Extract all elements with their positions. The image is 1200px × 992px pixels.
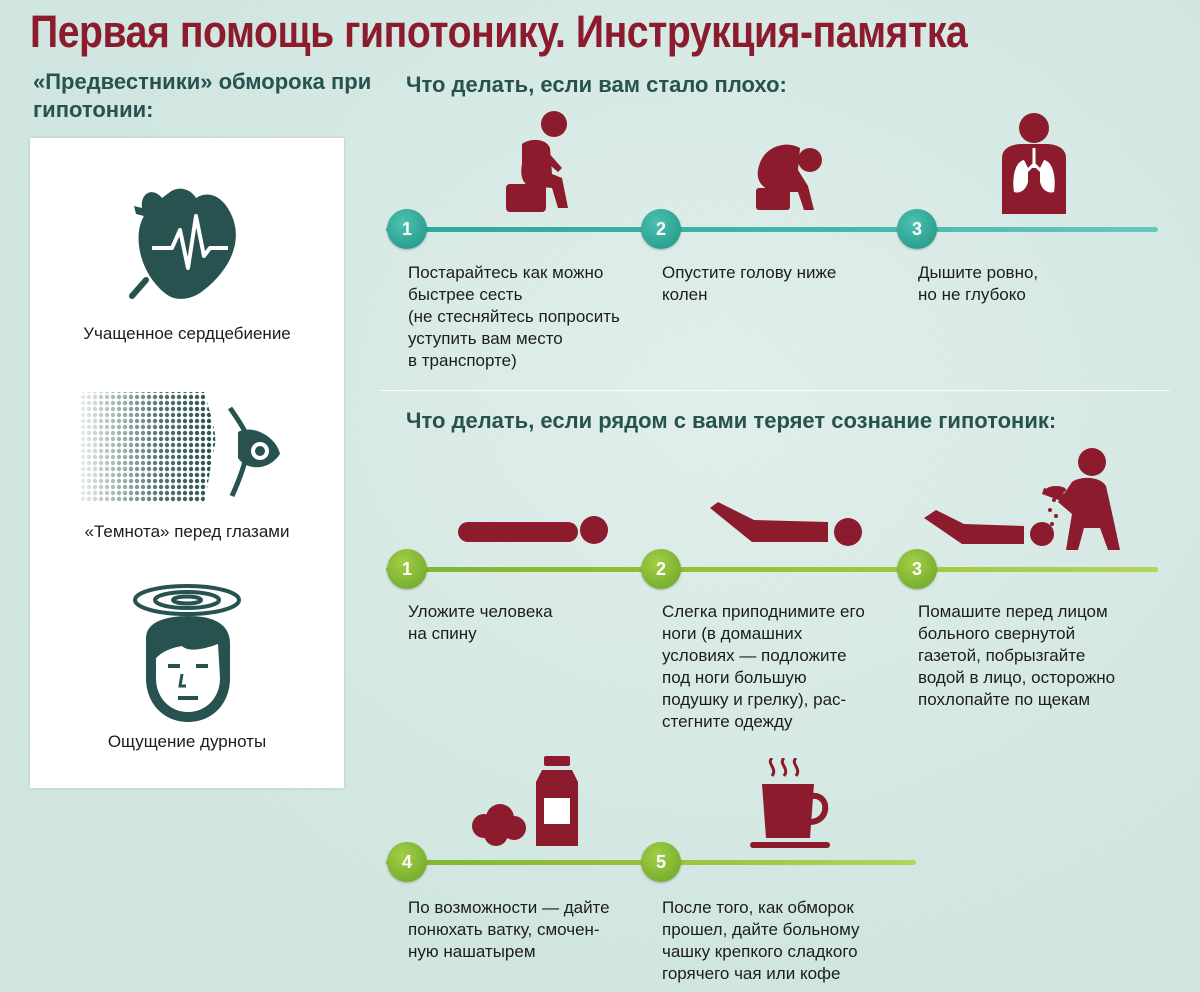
help-others-step-5-badge: 5 xyxy=(641,842,681,882)
help-others-step-1-text: Уложите человека на спину xyxy=(408,602,553,643)
self-help-heading: Что делать, если вам стало плохо: xyxy=(406,72,787,97)
legs-raised-person-icon xyxy=(708,502,864,550)
help-others-step-3-text: Помашите перед лицом больного свернутой … xyxy=(918,602,1116,709)
sitting-person-icon xyxy=(500,108,580,218)
help-others-step-2-text: Слегка приподнимите его ноги (в домашних… xyxy=(662,602,865,731)
page-title: Первая помощь гипотонику. Инструкция-пам… xyxy=(30,6,968,57)
symptom-label-darkness: «Темнота» перед глазами xyxy=(84,522,290,541)
help-others-heading: Что делать, если рядом с вами теряет соз… xyxy=(406,408,1057,433)
section-divider xyxy=(380,390,1170,391)
heart-icon xyxy=(30,176,344,311)
help-others-timeline-top xyxy=(386,567,1158,572)
hot-cup-icon xyxy=(750,758,834,850)
help-others-step-4-badge: 4 xyxy=(387,842,427,882)
symptom-label-heartbeat: Учащенное сердцебиение xyxy=(83,324,291,343)
helper-splashing-water-icon xyxy=(924,444,1136,552)
self-help-step-1-text: Постарайтесь как можно быстрее сесть (не… xyxy=(408,263,620,370)
self-help-step-3-text: Дышите ровно, но не глубоко xyxy=(918,263,1039,304)
help-others-step-5-text: После того, как обморок прошел, дайте бо… xyxy=(662,898,860,983)
self-help-step-1-badge: 1 xyxy=(387,209,427,249)
symptoms-heading: «Предвестники» обморока при гипотонии: xyxy=(33,69,372,122)
dizzy-face-icon xyxy=(30,578,344,733)
help-others-step-4-text: По возможности — дайте понюхать ватку, с… xyxy=(408,898,610,961)
self-help-step-3-badge: 3 xyxy=(897,209,937,249)
head-down-person-icon xyxy=(752,130,826,212)
lungs-person-icon xyxy=(996,110,1072,214)
lying-person-icon xyxy=(458,510,610,550)
self-help-timeline xyxy=(386,227,1158,232)
help-others-step-3-badge: 3 xyxy=(897,549,937,589)
self-help-step-2-badge: 2 xyxy=(641,209,681,249)
eye-darkness-icon xyxy=(30,388,344,511)
symptom-label-nausea: Ощущение дурноты xyxy=(107,732,267,751)
self-help-step-2-text: Опустите голову ниже колен xyxy=(662,263,837,304)
symptoms-panel: Учащенное сердцебиение «Темнота» перед г… xyxy=(30,138,344,788)
help-others-step-2-badge: 2 xyxy=(641,549,681,589)
cotton-bottle-icon xyxy=(470,756,586,848)
help-others-step-1-badge: 1 xyxy=(387,549,427,589)
